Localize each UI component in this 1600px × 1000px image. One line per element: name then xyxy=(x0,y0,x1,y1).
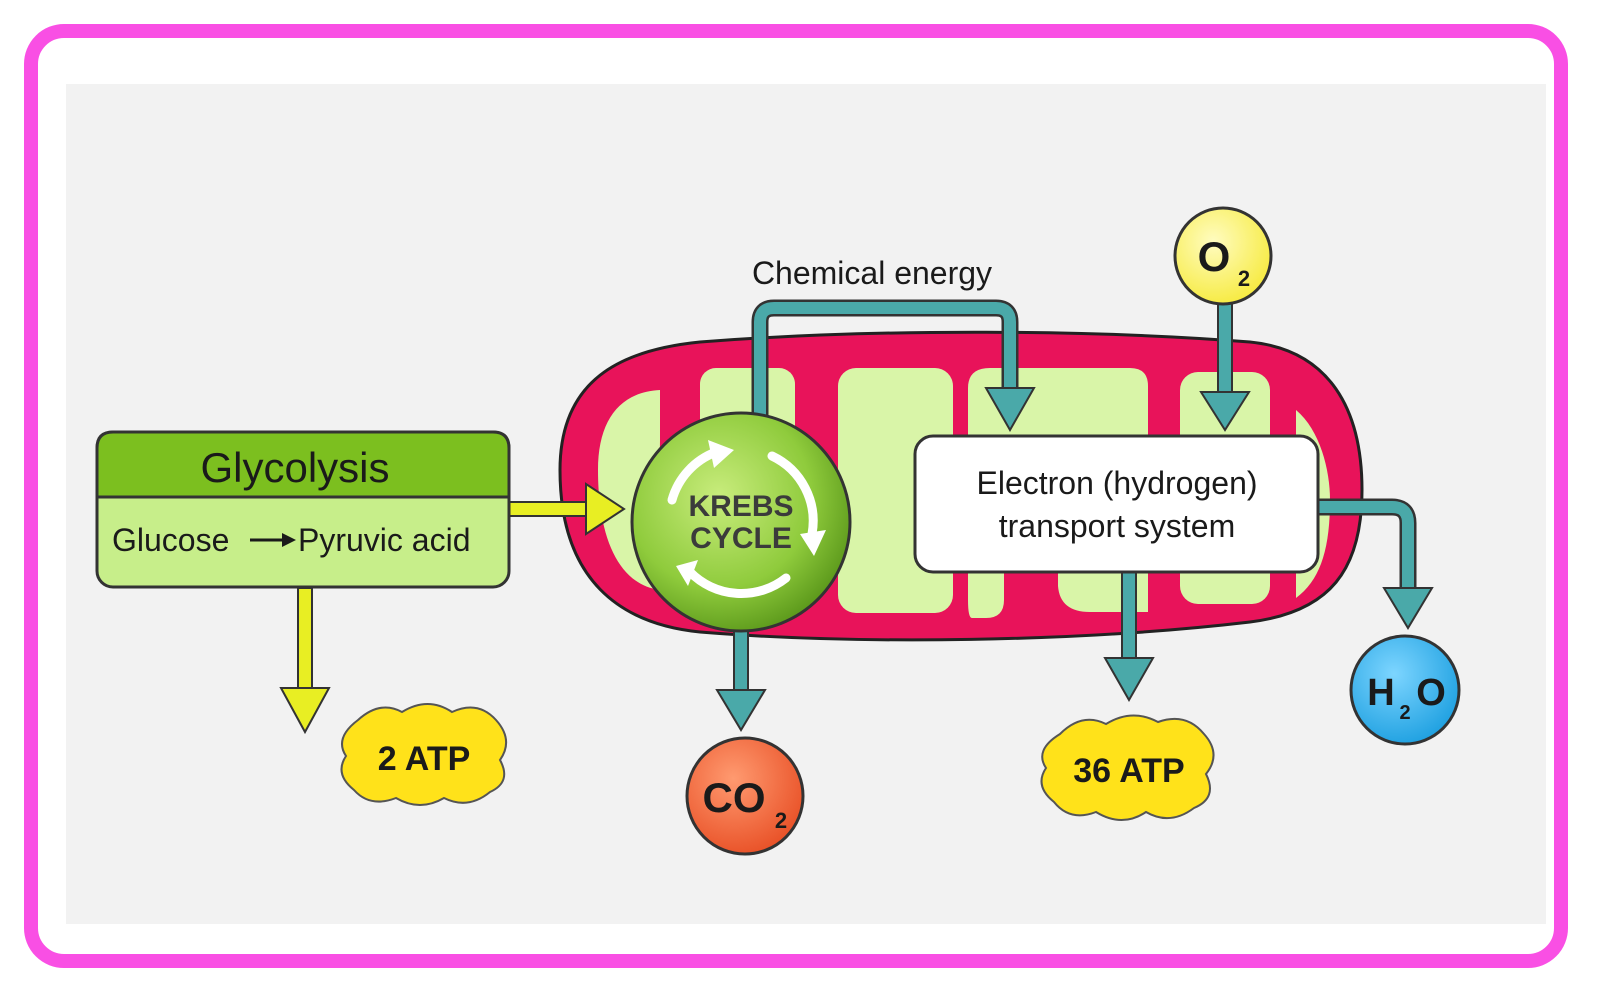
oxygen-subscript: 2 xyxy=(1238,266,1250,291)
arrow-glycolysis-to-atp xyxy=(279,587,331,735)
arrow-glycolysis-to-krebs xyxy=(507,482,626,536)
glycolysis-title: Glycolysis xyxy=(200,444,389,491)
atp-glycolysis-label: 2 ATP xyxy=(378,740,471,778)
krebs-cycle: KREBS CYCLE xyxy=(630,411,852,633)
arrow-chemical-energy xyxy=(751,299,1036,433)
atp-blob-transport: 36 ATP xyxy=(1040,714,1215,821)
arrow-krebs-to-co2 xyxy=(715,629,767,732)
electron-transport-line2: transport system xyxy=(999,508,1236,544)
cycle-arrows-icon xyxy=(667,447,818,599)
water-symbol-h: H xyxy=(1367,672,1394,714)
water-subscript: 2 xyxy=(1399,702,1410,724)
arrow-transport-to-water xyxy=(1318,498,1434,630)
oxygen-molecule: O 2 xyxy=(1173,206,1273,306)
co2-symbol: CO xyxy=(703,774,766,821)
oxygen-symbol: O xyxy=(1198,233,1231,280)
water-molecule: H 2 O xyxy=(1349,634,1461,746)
electron-transport-line1: Electron (hydrogen) xyxy=(976,465,1257,501)
arrow-transport-to-atp xyxy=(1103,571,1155,703)
krebs-label-line1: KREBS xyxy=(688,490,793,523)
carbon-dioxide-molecule: CO 2 xyxy=(685,736,805,856)
water-symbol-o: O xyxy=(1416,672,1446,714)
glycolysis-reactant: Glucose xyxy=(112,522,229,558)
co2-subscript: 2 xyxy=(775,808,787,833)
chemical-energy-label: Chemical energy xyxy=(752,255,992,291)
krebs-label-line2: CYCLE xyxy=(690,522,792,555)
glycolysis-product: Pyruvic acid xyxy=(298,522,471,558)
atp-transport-label: 36 ATP xyxy=(1073,752,1184,790)
reaction-arrow-icon xyxy=(250,533,296,547)
atp-blob-glycolysis: 2 ATP xyxy=(340,703,507,806)
glycolysis-box: Glycolysis Glucose Pyruvic acid xyxy=(95,430,511,589)
electron-transport-box: Electron (hydrogen) transport system xyxy=(913,434,1320,574)
